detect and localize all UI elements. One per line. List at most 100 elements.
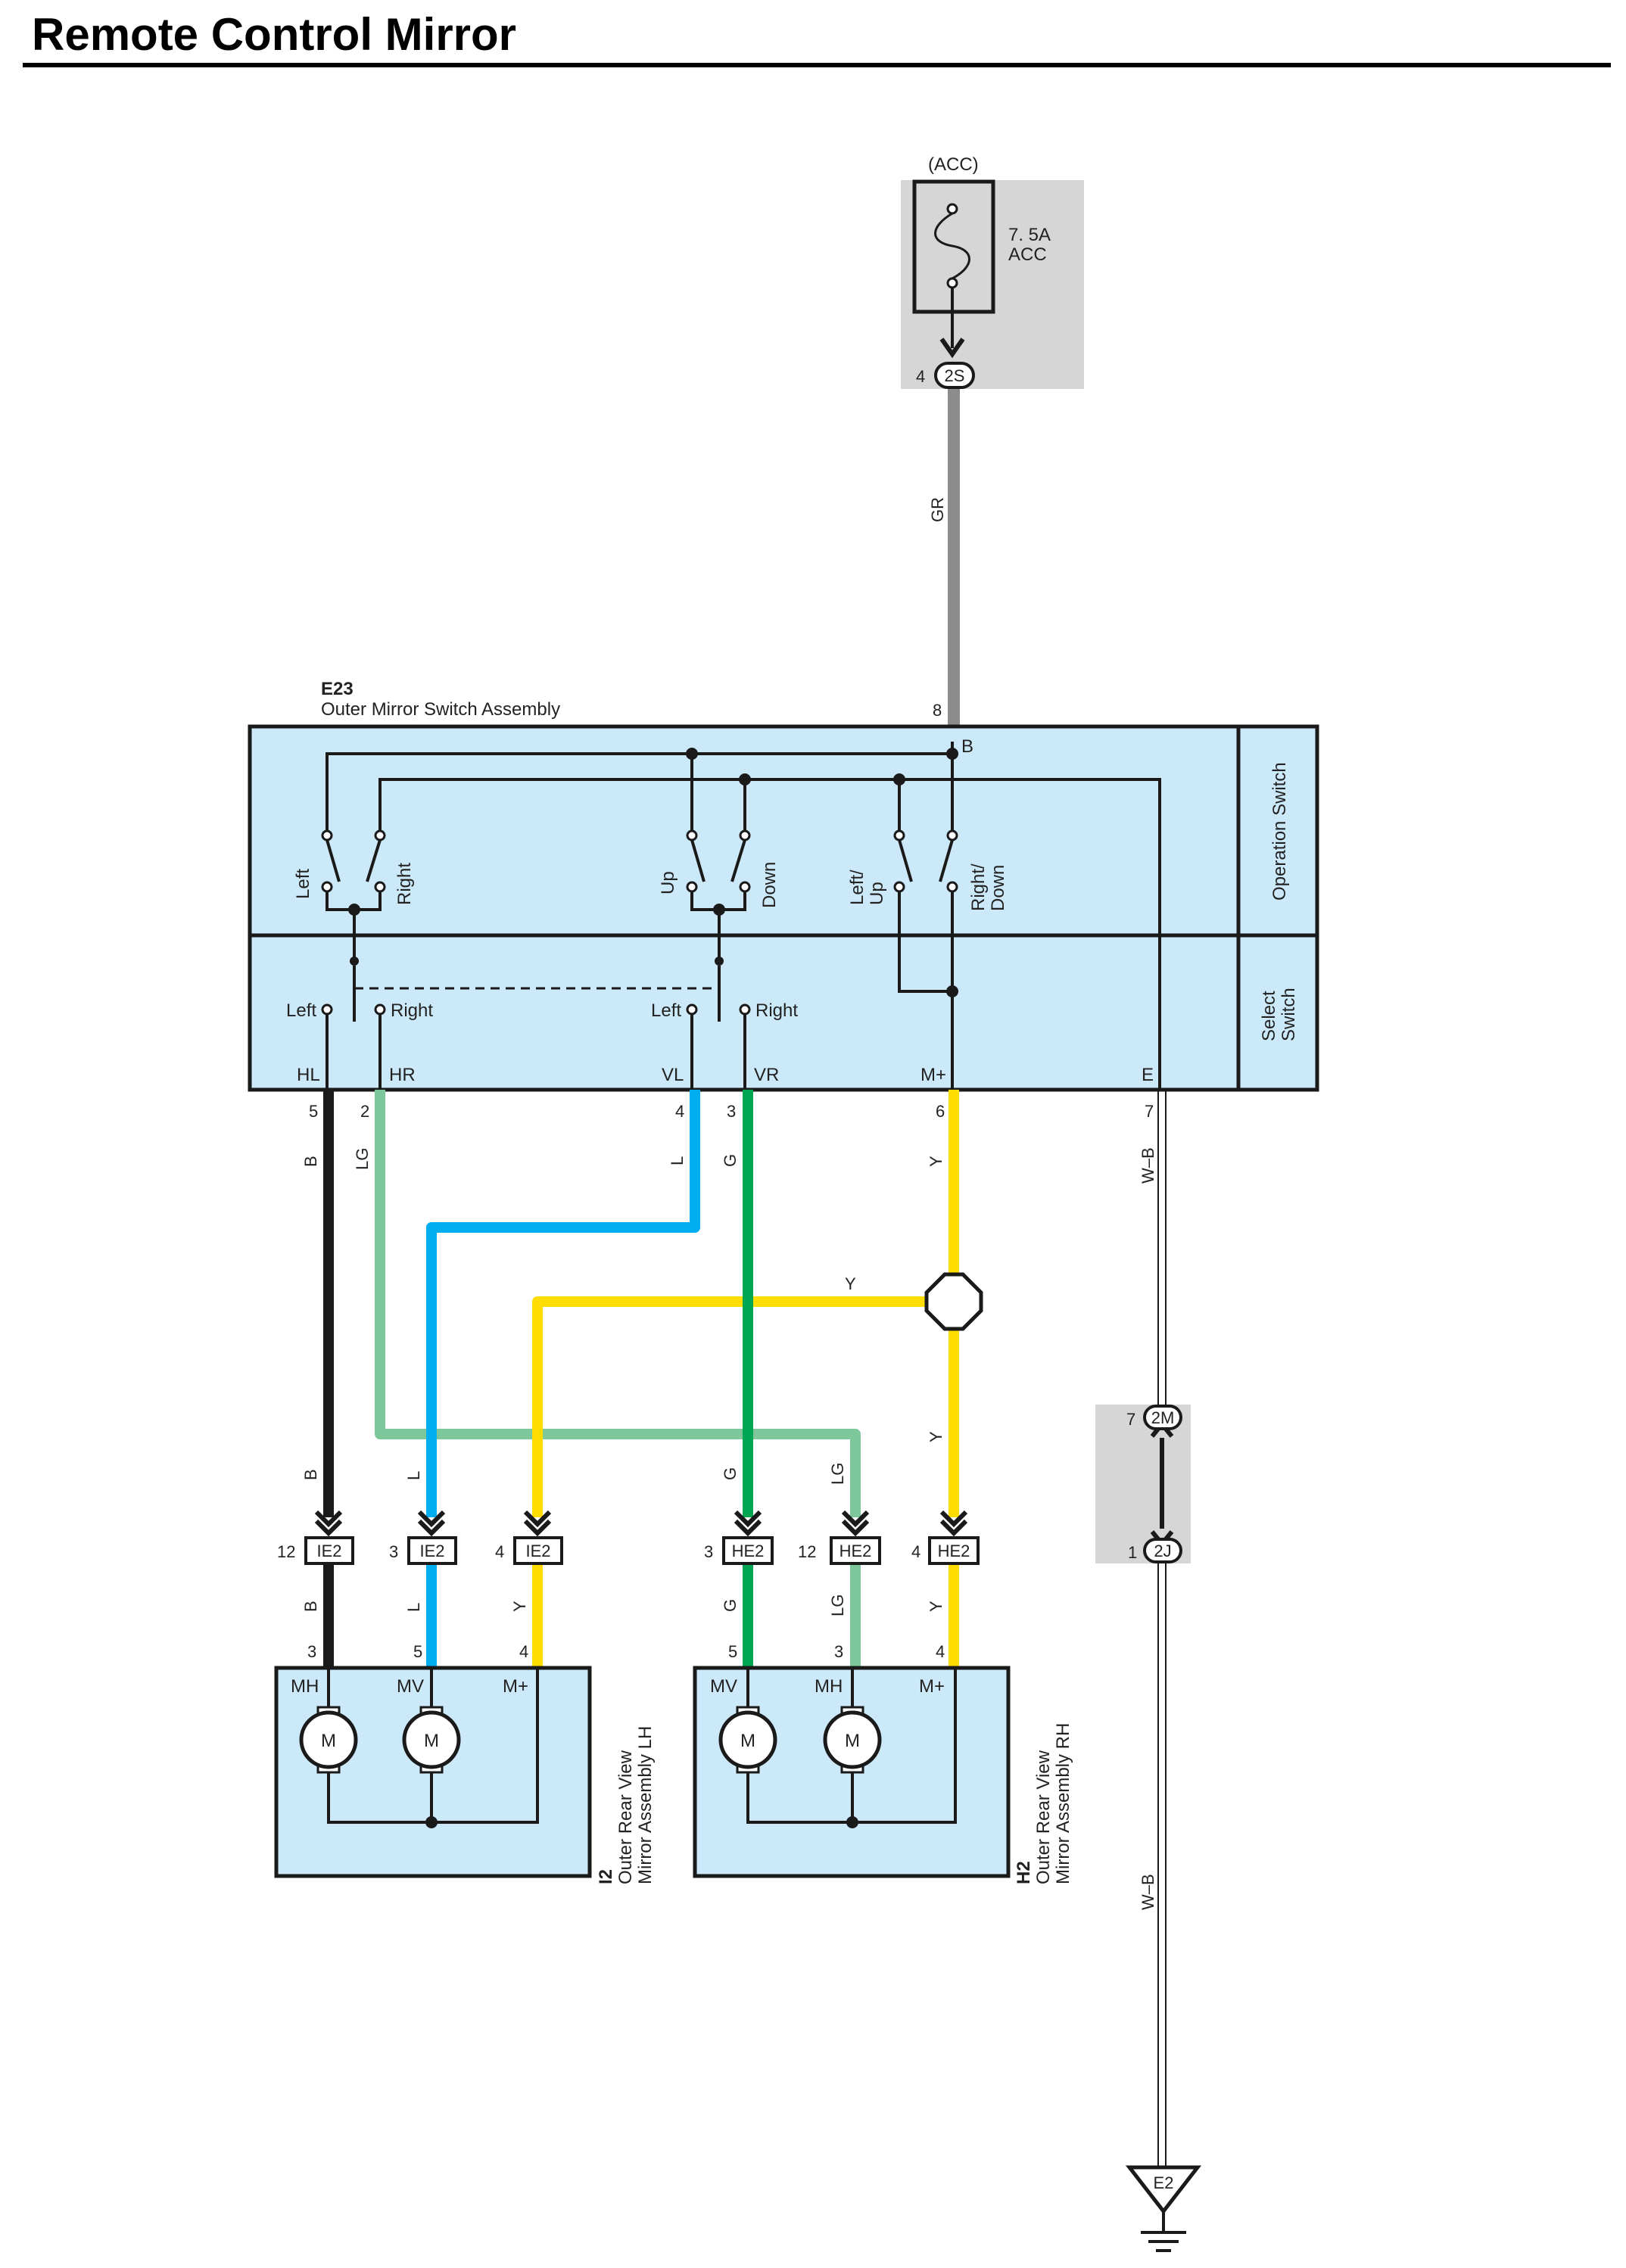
svg-text:2J: 2J — [1154, 1542, 1171, 1560]
svg-text:L: L — [404, 1471, 423, 1480]
pin-2j: 1 — [1128, 1543, 1137, 1562]
mirror-lh-line2: Mirror Assembly LH — [635, 1726, 656, 1884]
svg-text:IE2: IE2 — [316, 1542, 341, 1560]
svg-text:G: G — [721, 1154, 740, 1167]
pin-lh-mv: 5 — [413, 1642, 422, 1661]
svg-text:IE2: IE2 — [525, 1542, 550, 1560]
pin-c6: 4 — [911, 1542, 920, 1561]
switch-contacts — [321, 829, 958, 1016]
pin-lh-mp: 4 — [519, 1642, 528, 1661]
svg-text:M: M — [424, 1731, 439, 1751]
select-switch-label-2: Switch — [1279, 988, 1299, 1041]
pin-vl: 4 — [675, 1102, 684, 1121]
terminal-e: E — [1142, 1065, 1154, 1085]
mirror-rh-line1: Outer Rear View — [1033, 1750, 1054, 1884]
mirror-lh-code: I2 — [596, 1869, 616, 1884]
wire-wb — [1157, 1090, 1167, 2172]
motor-icon: M — [402, 1706, 461, 1774]
svg-text:HE2: HE2 — [938, 1542, 970, 1560]
svg-text:L: L — [404, 1603, 423, 1612]
rh-term-mv: MV — [710, 1676, 737, 1697]
svg-text:Y: Y — [927, 1156, 945, 1167]
wire-label-gr: GR — [928, 497, 947, 522]
pin-e: 7 — [1145, 1102, 1154, 1121]
svg-text:LG: LG — [828, 1594, 847, 1616]
pin-rh-mv: 5 — [728, 1642, 737, 1661]
rh-term-mh: MH — [815, 1676, 843, 1697]
sel-label-right-2: Right — [755, 1000, 798, 1021]
fuse-rating: 7. 5A — [1008, 225, 1051, 245]
pin-c5: 12 — [798, 1542, 816, 1561]
switch-internal-wiring — [326, 742, 1161, 1090]
terminal-vr: VR — [754, 1065, 779, 1085]
rh-term-mp: M+ — [919, 1676, 945, 1697]
svg-text:Y: Y — [927, 1601, 945, 1612]
pin-2m: 7 — [1126, 1410, 1135, 1429]
switch-code: E23 — [321, 679, 354, 699]
lh-term-mp: M+ — [503, 1676, 528, 1697]
connector-he2-b: HE2 — [830, 1536, 881, 1565]
pin-2s: 4 — [916, 367, 925, 386]
mirror-rh-line2: Mirror Assembly RH — [1053, 1723, 1073, 1884]
svg-text:Y: Y — [927, 1431, 945, 1442]
svg-text:G: G — [721, 1599, 740, 1612]
fuse-name: ACC — [1008, 244, 1047, 265]
sel-label-left-1: Left — [286, 1000, 316, 1021]
mirror-lh-dot — [425, 1816, 438, 1828]
connector-ie2-c: IE2 — [513, 1536, 563, 1565]
svg-text:W–B: W–B — [1139, 1147, 1157, 1184]
sw-label-right-down-1: Right/ — [968, 863, 989, 911]
pin-rh-mh: 3 — [834, 1642, 843, 1661]
lh-term-mh: MH — [291, 1676, 319, 1697]
svg-text:B: B — [301, 1601, 320, 1612]
sw-label-up: Up — [658, 871, 678, 894]
pin-c2: 3 — [389, 1542, 398, 1561]
wire-y-left — [532, 1296, 952, 1517]
connector-he2-c: HE2 — [928, 1536, 980, 1565]
svg-text:G: G — [721, 1467, 740, 1480]
sel-label-right-1: Right — [391, 1000, 433, 1021]
connector-ie2-a: IE2 — [304, 1536, 354, 1565]
pin-c3: 4 — [495, 1542, 504, 1561]
terminal-hl: HL — [297, 1065, 320, 1085]
svg-text:M: M — [321, 1731, 336, 1751]
connector-ie2-b: IE2 — [407, 1536, 457, 1565]
pin-vr: 3 — [727, 1102, 736, 1121]
sw-label-left: Left — [293, 869, 313, 899]
svg-text:HE2: HE2 — [732, 1542, 765, 1560]
connector-arrows — [314, 1510, 968, 1537]
wire-color-labels: B LG L G Y Y Y B L G LG B L Y G LG Y W–B… — [301, 1147, 1157, 1910]
sw-label-left-up-2: Up — [867, 882, 887, 905]
pin-hl: 5 — [309, 1102, 318, 1121]
svg-text:IE2: IE2 — [419, 1542, 444, 1560]
sw-label-left-up-1: Left/ — [847, 870, 868, 905]
fuse-source-label: (ACC) — [928, 154, 979, 175]
motor-icon: M — [823, 1706, 882, 1774]
svg-text:2S: 2S — [945, 366, 965, 385]
svg-text:L: L — [668, 1156, 687, 1165]
sw-label-right: Right — [394, 863, 415, 905]
svg-text:Y: Y — [845, 1274, 856, 1293]
select-switch-label-1: Select — [1259, 991, 1279, 1041]
svg-text:B: B — [301, 1156, 320, 1167]
terminal-mplus: M+ — [920, 1065, 946, 1085]
pin-hr: 2 — [360, 1102, 369, 1121]
mirror-lh-line1: Outer Rear View — [615, 1750, 636, 1884]
switch-assembly-box — [248, 724, 1319, 1092]
terminal-b: B — [961, 736, 973, 757]
operation-switch-label: Operation Switch — [1269, 762, 1290, 901]
connector-2m-2j-shade — [1095, 1405, 1191, 1563]
mirror-rh-dot — [846, 1816, 858, 1828]
switch-name: Outer Mirror Switch Assembly — [321, 699, 560, 720]
svg-text:W–B: W–B — [1139, 1874, 1157, 1910]
svg-text:2M: 2M — [1151, 1408, 1175, 1427]
pin-lh-mh: 3 — [307, 1642, 316, 1661]
connector-2m: 2M — [1143, 1405, 1182, 1430]
mirror-rh-code: H2 — [1014, 1861, 1034, 1884]
svg-text:Y: Y — [510, 1601, 529, 1612]
splice-junction — [924, 1272, 983, 1331]
svg-text:LG: LG — [828, 1463, 847, 1485]
switch-junction-dots — [348, 748, 958, 997]
sw-label-right-down-2: Down — [988, 865, 1008, 911]
page-title: Remote Control Mirror — [32, 9, 516, 60]
